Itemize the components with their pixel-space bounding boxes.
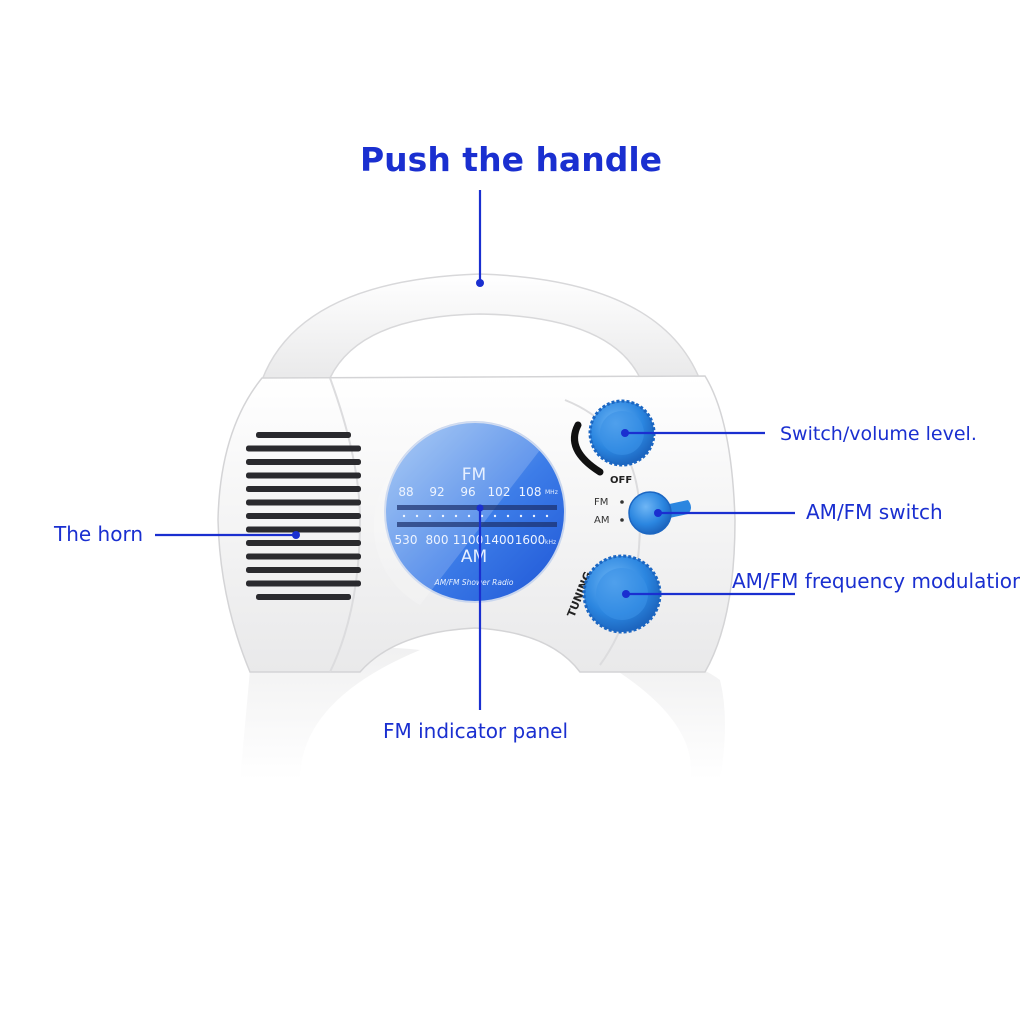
fm-scale-label: 96 xyxy=(460,485,475,499)
horn-callout-dot xyxy=(292,531,300,539)
scale-dot xyxy=(519,514,523,518)
fm-scale-label: 108 xyxy=(519,485,542,499)
tuning-callout-dot xyxy=(622,590,630,598)
grille-slot xyxy=(246,553,361,560)
switch-callout-dot xyxy=(621,429,629,437)
scale-dot xyxy=(402,514,406,518)
am-scale-label: 530 xyxy=(395,533,418,547)
scale-dot xyxy=(532,514,536,518)
dial-highlight xyxy=(373,421,540,605)
am-scale-label: 1100 xyxy=(453,533,484,547)
fm-scale-label: 92 xyxy=(429,485,444,499)
callout-lines xyxy=(155,190,795,710)
handle-callout-label: Push the handle xyxy=(360,140,663,179)
am-scale-label: 1600 xyxy=(515,533,546,547)
callout-dots xyxy=(292,279,662,598)
off-label: OFF xyxy=(610,475,632,486)
speaker-grille xyxy=(246,432,361,600)
band-fm-text: FM xyxy=(462,465,486,485)
grille-slot xyxy=(246,580,361,587)
scale-dot xyxy=(545,514,549,518)
body-seam xyxy=(329,377,362,673)
amfm-callout-dot xyxy=(654,509,662,517)
grille-slot xyxy=(246,526,361,533)
am-unit: kHz xyxy=(545,539,556,546)
brand-text: AM/FM Shower Radio xyxy=(434,578,514,587)
scale-dot xyxy=(467,514,471,518)
grille-slot xyxy=(246,513,361,519)
am-scale-label: 1400 xyxy=(484,533,515,547)
switch-volume-callout-label: Switch/volume level. xyxy=(780,423,977,445)
frequency-modulation-callout-label: AM/FM frequency modulation xyxy=(732,569,1020,593)
scale-dot xyxy=(480,514,484,518)
scale-dots xyxy=(402,514,549,518)
handle xyxy=(260,273,702,381)
grille-slot xyxy=(246,445,361,452)
fm-scale-label: 88 xyxy=(398,485,413,499)
switch-fm-dot xyxy=(620,500,624,504)
switch-am-dot xyxy=(620,518,624,522)
switch-fm-label: FM xyxy=(594,497,608,508)
scale-dot xyxy=(493,514,497,518)
scale-dot xyxy=(441,514,445,518)
fm-scale-label: 102 xyxy=(488,485,511,499)
grille-slot xyxy=(246,459,361,465)
scale-dot xyxy=(428,514,432,518)
handle-callout-dot xyxy=(476,279,484,287)
reflection xyxy=(240,647,420,780)
scale-dot xyxy=(415,514,419,518)
grille-slot xyxy=(256,432,351,438)
grille-slot xyxy=(246,499,361,506)
volume-arc-marking xyxy=(571,421,604,476)
grille-slot xyxy=(246,472,361,479)
horn-callout-label: The horn xyxy=(54,522,144,546)
am-band-bar xyxy=(397,522,557,527)
grille-slot xyxy=(246,540,361,546)
grille-slot xyxy=(246,567,361,573)
grille-slot xyxy=(246,486,361,492)
reflection-right xyxy=(600,657,725,780)
switch-am-label: AM xyxy=(594,515,609,526)
scale-dot xyxy=(506,514,510,518)
am-scale-label: 800 xyxy=(426,533,449,547)
fm-panel-callout-label: FM indicator panel xyxy=(383,719,568,743)
band-am-text: AM xyxy=(461,547,487,567)
scale-dot xyxy=(454,514,458,518)
fm-unit: MHz xyxy=(545,489,558,496)
fm-scale: 88 92 96 102 108 xyxy=(398,485,541,499)
frequency-dial xyxy=(384,421,566,603)
am-fm-switch-callout-label: AM/FM switch xyxy=(806,500,943,524)
grille-slot xyxy=(256,594,351,600)
